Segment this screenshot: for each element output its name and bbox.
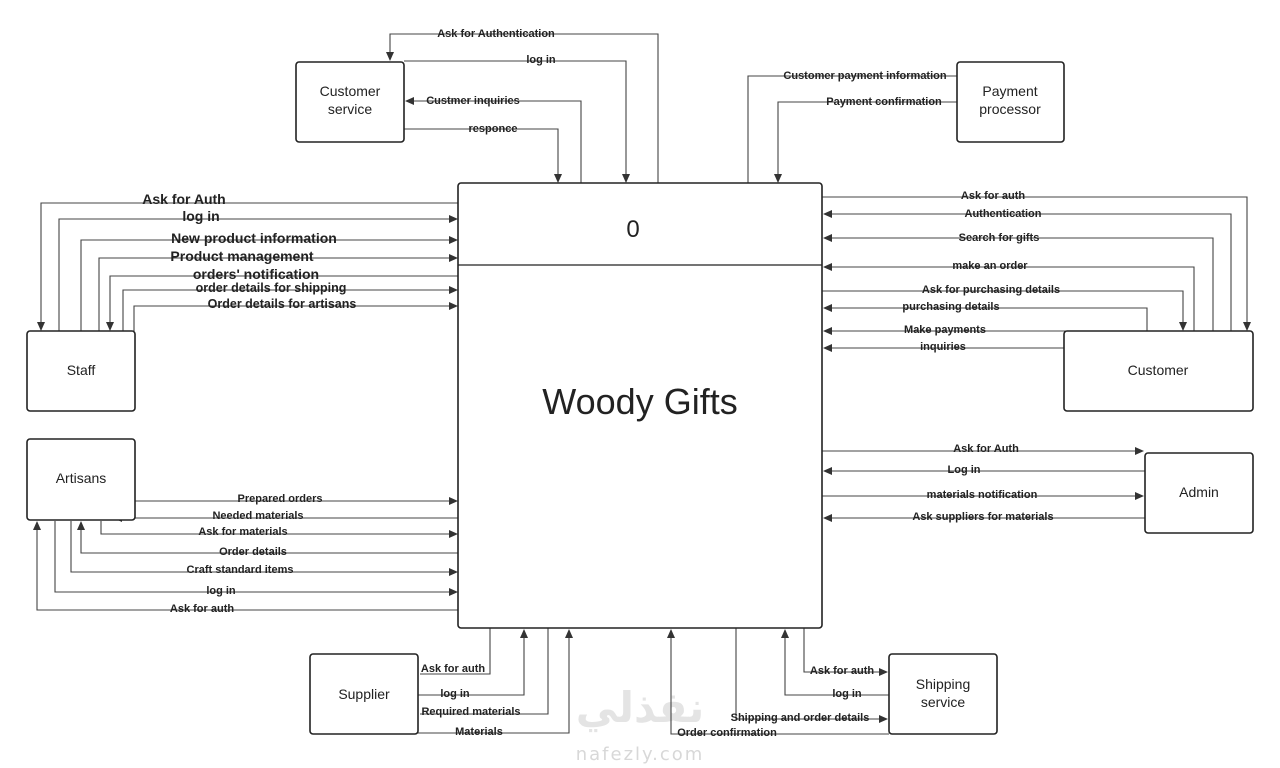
flow-label: Craft standard items: [187, 564, 294, 576]
flow-labels-staff: Ask for Auth log in New product informat…: [142, 191, 356, 311]
flow-label: Ask for Auth: [953, 443, 1019, 455]
flow-label: log in: [206, 585, 236, 597]
flow-label: purchasing details: [902, 301, 999, 313]
entity-label: processor: [979, 101, 1041, 117]
flows-customer-service: [386, 33, 659, 183]
flow-label: Order details for artisans: [208, 297, 357, 311]
entity-label: Admin: [1179, 484, 1219, 500]
flow-label: Ask for materials: [198, 526, 287, 538]
flow-label: Ask suppliers for materials: [912, 511, 1053, 523]
flow-label: Log in: [948, 464, 981, 476]
flow-label: Ask for auth: [421, 663, 485, 675]
entity-shipping-service: Shipping service: [888, 653, 998, 735]
flow-label: Shipping and order details: [731, 712, 870, 724]
flow-label: make an order: [952, 260, 1028, 272]
entity-customer-service: Customer service: [295, 61, 405, 143]
flow-labels-supplier: Ask for auth log in Required materials M…: [421, 663, 521, 738]
flow-label: materials notification: [927, 489, 1038, 501]
process-number: 0: [626, 216, 639, 243]
flow-label: log in: [526, 54, 556, 66]
flow-label: log in: [440, 688, 470, 700]
entity-supplier: Supplier: [309, 653, 419, 735]
flow-label: Ask for Auth: [142, 191, 225, 207]
flow-label: orders' notification: [193, 266, 319, 282]
flow-label: Prepared orders: [238, 493, 323, 505]
flow-label: responce: [469, 123, 518, 135]
flow-label: Ask for Authentication: [437, 28, 555, 40]
flow-label: Make payments: [904, 324, 986, 336]
entity-customer: Customer: [1063, 330, 1254, 412]
entity-label: Customer: [320, 83, 381, 99]
flow-label: Authentication: [965, 208, 1042, 220]
watermark-arabic: نفذلي: [576, 683, 705, 733]
entity-staff: Staff: [26, 330, 136, 412]
flows-admin: [822, 447, 1145, 522]
flow-label: Ask for auth: [961, 190, 1025, 202]
flow-label: log in: [832, 688, 862, 700]
flow-label: order details for shipping: [196, 281, 347, 295]
flows-staff: [37, 202, 458, 331]
flow-label: Order details: [219, 546, 287, 558]
flow-label: Product management: [170, 248, 313, 264]
flows-shipping-service: [667, 628, 889, 735]
flow-label: Ask for auth: [810, 665, 874, 677]
flow-label: Required materials: [421, 706, 520, 718]
entity-label: service: [328, 101, 373, 117]
entity-artisans: Artisans: [26, 438, 136, 521]
flows-supplier: [418, 628, 573, 734]
watermark-url: nafezly.com: [576, 744, 705, 765]
flow-label: inquiries: [920, 341, 966, 353]
flows-artisans: [33, 497, 458, 611]
entity-payment-processor: Payment processor: [956, 61, 1065, 143]
entity-label: Supplier: [338, 686, 390, 702]
flows-customer: [822, 196, 1251, 352]
flow-labels-customer: Ask for auth Authentication Search for g…: [902, 190, 1060, 353]
flow-labels-customer-service: Ask for Authentication log in Custmer in…: [426, 28, 556, 135]
entity-label: Shipping: [916, 676, 971, 692]
flow-labels-shipping-service: Ask for auth log in Shipping and order d…: [677, 665, 874, 739]
flow-labels-payment-processor: Customer payment information Payment con…: [783, 70, 946, 108]
flow-label: Customer payment information: [783, 70, 946, 82]
flow-label: Needed materials: [212, 510, 303, 522]
flow-label: Materials: [455, 726, 503, 738]
process-woody-gifts: 0 Woody Gifts: [457, 182, 823, 629]
flow-label: Ask for auth: [170, 603, 234, 615]
flow-label: Payment confirmation: [826, 96, 942, 108]
flow-label: Order confirmation: [677, 727, 777, 739]
entity-label: Staff: [67, 362, 96, 378]
entity-admin: Admin: [1144, 452, 1254, 534]
entity-label: service: [921, 694, 966, 710]
flow-label: Search for gifts: [959, 232, 1040, 244]
flow-label: Custmer inquiries: [426, 95, 520, 107]
entity-label: Payment: [982, 83, 1037, 99]
entity-label: Artisans: [56, 470, 107, 486]
flow-labels-artisans: Prepared orders Needed materials Ask for…: [170, 493, 323, 615]
process-name: Woody Gifts: [542, 381, 737, 422]
flow-label: New product information: [171, 230, 337, 246]
flow-labels-admin: Ask for Auth Log in materials notificati…: [912, 443, 1053, 523]
flows-payment-processor: [747, 75, 957, 183]
flow-label: Ask for purchasing details: [922, 284, 1060, 296]
entity-label: Customer: [1128, 362, 1189, 378]
flow-label: log in: [182, 208, 219, 224]
